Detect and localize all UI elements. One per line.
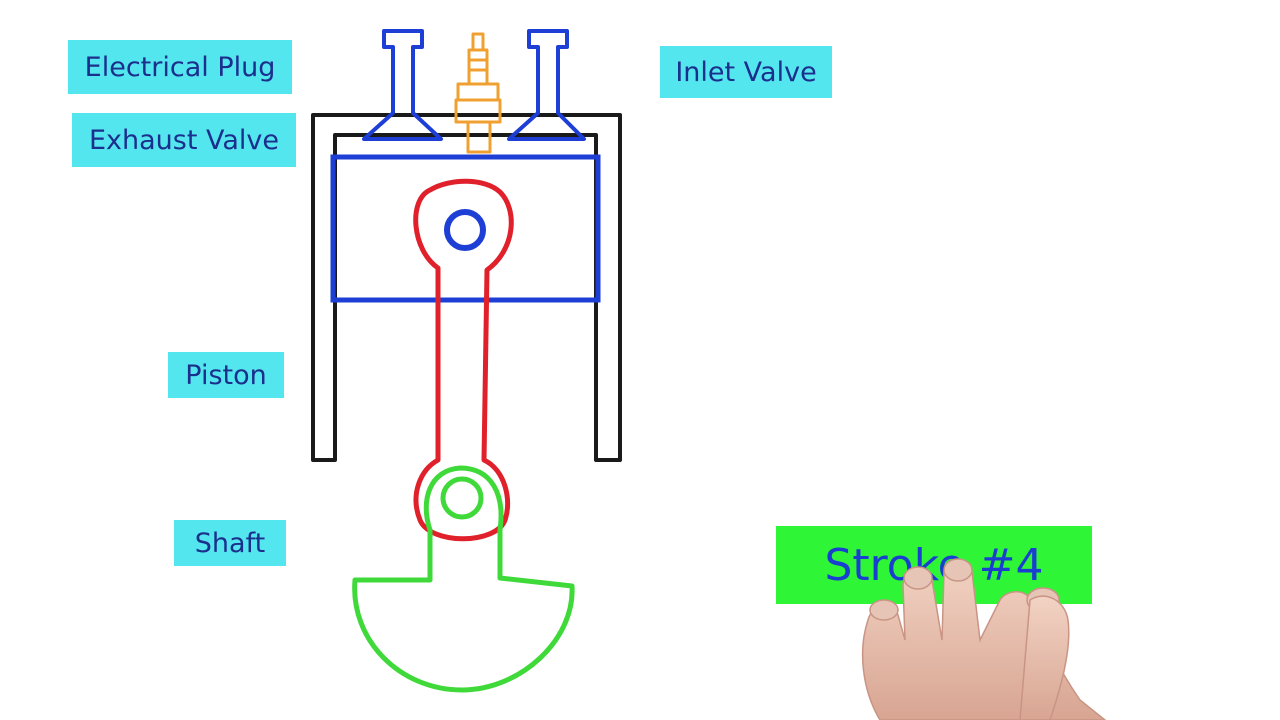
piston-label: Piston <box>168 352 284 398</box>
shaft-label: Shaft <box>174 520 286 566</box>
inlet-valve-label: Inlet Valve <box>660 46 832 98</box>
connecting-rod <box>413 178 514 542</box>
stroke-label: Stroke #4 <box>776 526 1092 604</box>
crank-pin <box>440 476 484 520</box>
spark-plug <box>454 32 502 154</box>
electrical-plug-label: Electrical Plug <box>68 40 292 94</box>
wrist-pin <box>444 209 486 251</box>
crankshaft <box>352 465 575 693</box>
inlet-valve <box>507 29 586 141</box>
exhaust-valve <box>362 29 443 141</box>
cylinder <box>311 113 622 462</box>
piston-body <box>330 154 601 303</box>
exhaust-valve-label: Exhaust Valve <box>72 113 296 167</box>
